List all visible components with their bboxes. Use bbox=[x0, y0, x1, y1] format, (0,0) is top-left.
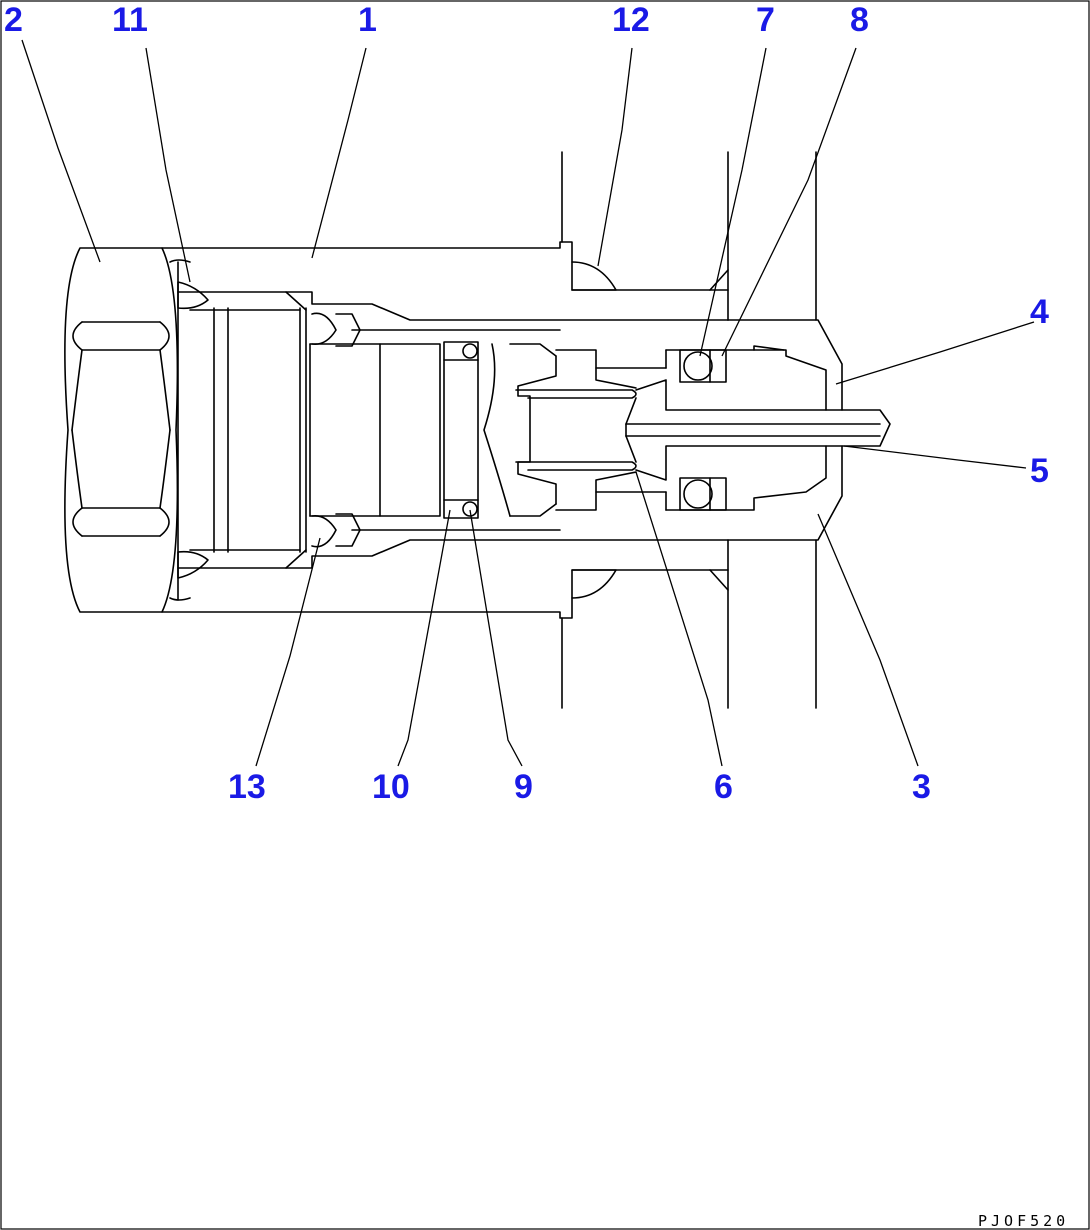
callout-13: 13 bbox=[228, 768, 266, 806]
callout-5: 5 bbox=[1030, 452, 1049, 490]
callout-10: 10 bbox=[372, 768, 410, 806]
body-sleeve bbox=[161, 241, 729, 619]
callout-9: 9 bbox=[514, 768, 533, 806]
o-ring-13 bbox=[311, 312, 561, 548]
callout-2: 2 bbox=[4, 1, 23, 39]
spring-plunger bbox=[515, 349, 891, 511]
callout-7: 7 bbox=[756, 1, 775, 39]
callout-12: 12 bbox=[612, 1, 650, 39]
callout-6: 6 bbox=[714, 768, 733, 806]
inner-spool bbox=[309, 341, 557, 519]
mounting-plate bbox=[561, 151, 817, 709]
callout-4: 4 bbox=[1030, 293, 1049, 331]
callout-3: 3 bbox=[912, 768, 931, 806]
hex-nut bbox=[64, 247, 179, 613]
callout-labels: 2 11 1 12 7 8 4 5 13 10 9 6 3 bbox=[4, 1, 1049, 806]
leader-lines bbox=[21, 39, 1035, 767]
callout-8: 8 bbox=[850, 1, 869, 39]
drawing-code: PJOF520 bbox=[978, 1212, 1069, 1230]
callout-11: 11 bbox=[112, 1, 148, 39]
cap-seat bbox=[665, 319, 843, 541]
callout-1: 1 bbox=[358, 1, 377, 39]
